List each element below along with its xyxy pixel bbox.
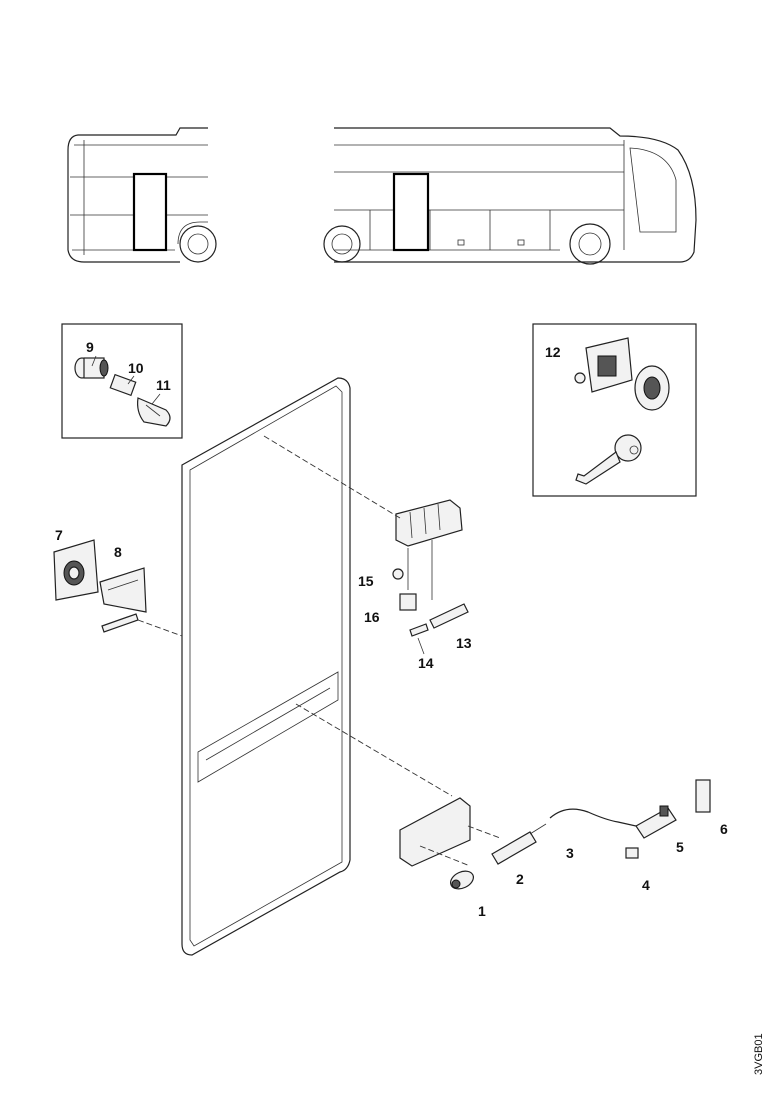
release-handle-part-5: 5 [635,805,684,855]
callout-10: 10 [128,360,144,376]
callout-13: 13 [456,635,472,651]
lock-cylinder-part-9 [74,357,109,379]
callout-15: 15 [358,573,374,589]
bushing-part-16: 16 [364,593,417,625]
bus-front-section [323,127,697,265]
callout-1: 1 [478,903,486,919]
clip-part-4: 4 [625,847,650,893]
callout-14: 14 [418,655,434,671]
callout-6: 6 [720,821,728,837]
callout-12: 12 [545,344,561,360]
actuator-part-2: 2 [491,823,547,887]
lock-part-1: 1 [450,870,486,919]
inset-box-lock-set: 12 [532,323,697,497]
door-panel [181,377,351,956]
bus-rear-section [67,127,217,263]
cover-part-6: 6 [695,779,728,837]
callout-16: 16 [364,609,380,625]
lock-housing-part [574,337,633,393]
callout-5: 5 [676,839,684,855]
handle-part-7: 7 [53,527,99,601]
cable-part-3: 3 [549,808,637,861]
callout-2: 2 [516,871,524,887]
latch-part-11 [137,397,171,427]
screw-part-14: 14 [409,623,434,671]
callout-7: 7 [55,527,63,543]
callout-4: 4 [642,877,650,893]
spring-part-15: 15 [358,568,404,589]
inset-box-lock-cylinder: 9 10 11 [61,323,183,439]
callout-11: 11 [156,377,171,393]
key-icon [575,434,642,485]
highlighted-panel-rear [132,172,168,252]
callout-9: 9 [86,339,94,355]
clip-part-10 [109,373,137,397]
pin-part-13: 13 [429,603,472,651]
bracket-part [399,797,471,867]
lock-rosette-part [634,365,670,411]
callout-8: 8 [114,544,122,560]
reference-code: 3VGB01 [753,1033,765,1075]
callout-3: 3 [566,845,574,861]
highlighted-panel-front [392,172,430,252]
mounting-plate-part-8: 8 [99,544,147,633]
latch-mechanism-assembly [263,435,463,547]
